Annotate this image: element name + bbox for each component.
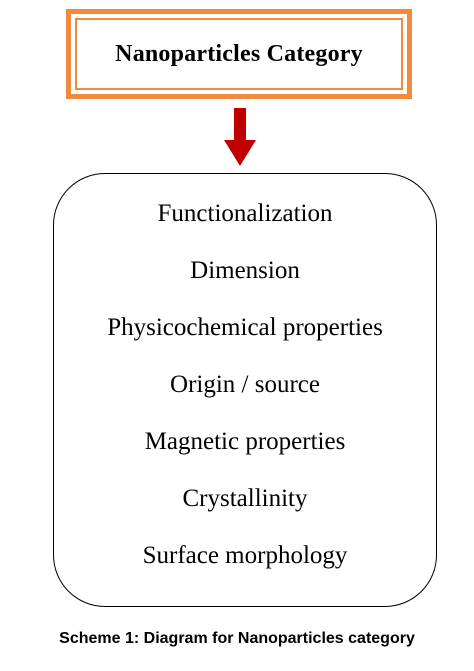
- figure-caption: Scheme 1: Diagram for Nanoparticles cate…: [59, 630, 415, 647]
- category-item-dimension: Dimension: [190, 257, 300, 284]
- category-item-physicochemical-properties: Physicochemical properties: [107, 314, 383, 341]
- diagram-title: Nanoparticles Category: [115, 40, 363, 67]
- category-item-surface-morphology: Surface morphology: [142, 542, 348, 569]
- title-box: Nanoparticles Category: [66, 9, 412, 99]
- category-list-box: Functionalization Dimension Physicochemi…: [53, 173, 437, 607]
- category-item-functionalization: Functionalization: [157, 200, 333, 227]
- title-box-inner-border: Nanoparticles Category: [75, 18, 403, 90]
- down-arrow-icon: [224, 108, 256, 166]
- category-item-crystallinity: Crystallinity: [182, 485, 308, 512]
- category-item-origin-source: Origin / source: [170, 371, 320, 398]
- category-item-magnetic-properties: Magnetic properties: [144, 428, 346, 455]
- category-list: Functionalization Dimension Physicochemi…: [54, 200, 436, 599]
